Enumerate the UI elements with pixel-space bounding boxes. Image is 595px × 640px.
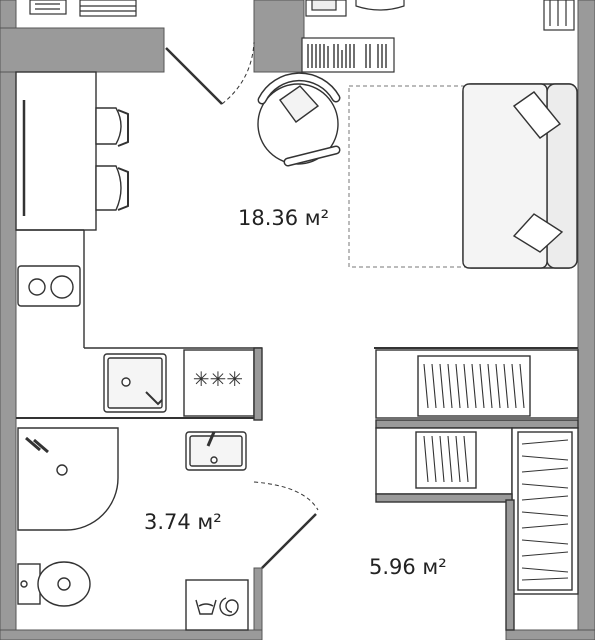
wall-top-center-block [253, 0, 305, 73]
door-bathroom [253, 481, 319, 631]
top-furniture [29, 0, 575, 31]
armchair [257, 72, 341, 167]
magazines [29, 0, 67, 15]
sofa-cushion-2 [512, 213, 564, 253]
bathroom-fixtures [17, 427, 249, 631]
wall-top-left-partition [0, 27, 165, 73]
wall-bottom-left [0, 629, 263, 640]
area-label-living: 18.36 м² [238, 206, 329, 230]
shower-tray [17, 427, 119, 531]
washing-machine [185, 579, 249, 631]
wall-bottom-right [505, 629, 595, 640]
hob [17, 265, 81, 307]
wardrobe [374, 347, 579, 631]
bookshelf [301, 37, 395, 73]
hanging-clothes [423, 363, 569, 581]
kitchen-units: ✳✳✳ [16, 347, 263, 421]
sofa [462, 83, 578, 269]
wall-right [577, 0, 595, 640]
door-leaf-living [165, 47, 223, 105]
door-living [165, 41, 255, 105]
armchair-cushion [279, 85, 320, 123]
bar-stools [95, 107, 129, 211]
area-label-bathroom: 3.74 м² [144, 510, 222, 534]
desk-chair-top [355, 0, 405, 11]
area-label-closet: 5.96 м² [369, 555, 447, 579]
kitchen-counter [15, 71, 97, 348]
spin-symbol-icon [219, 597, 239, 617]
wall-left [0, 0, 17, 640]
sofa-cushion-1 [512, 91, 562, 139]
shelf-unit-top-right [543, 0, 575, 31]
shower-head [25, 436, 49, 454]
wash-symbol-icon [195, 599, 217, 615]
stove-burner-icon: ✳✳✳ [193, 367, 243, 391]
door-swing-arc-living [221, 41, 255, 105]
books-stack [79, 0, 137, 17]
